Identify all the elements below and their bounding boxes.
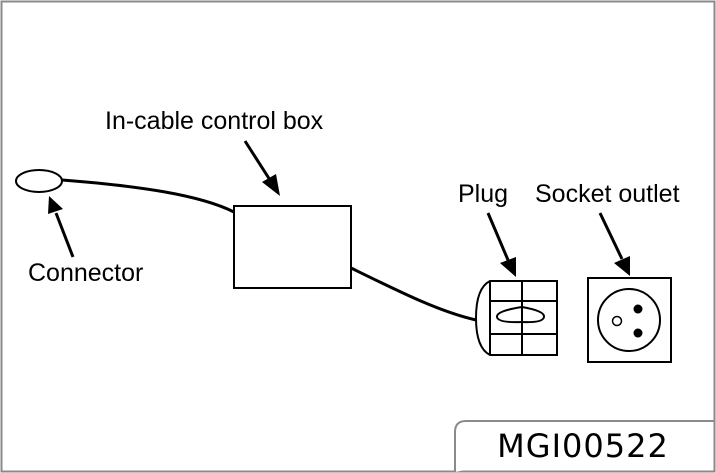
figure-code-tab [454, 420, 715, 472]
connector-shape [15, 169, 63, 193]
arrow-control-box [243, 140, 280, 196]
cable-connector-to-box [61, 178, 235, 214]
arrow-socket-outlet [598, 212, 630, 276]
cable-box-to-plug [350, 266, 477, 322]
figure-code: MGI00522 [497, 427, 669, 465]
label-plug: Plug [458, 180, 508, 208]
label-socket-outlet: Socket outlet [535, 180, 680, 208]
arrow-plug [486, 212, 516, 277]
plug-shape [474, 280, 558, 356]
socket-outlet-shape [587, 277, 672, 363]
arrow-connector [48, 196, 75, 258]
control-box-shape [233, 205, 352, 289]
label-control-box: In-cable control box [105, 107, 324, 135]
label-connector: Connector [28, 259, 143, 287]
